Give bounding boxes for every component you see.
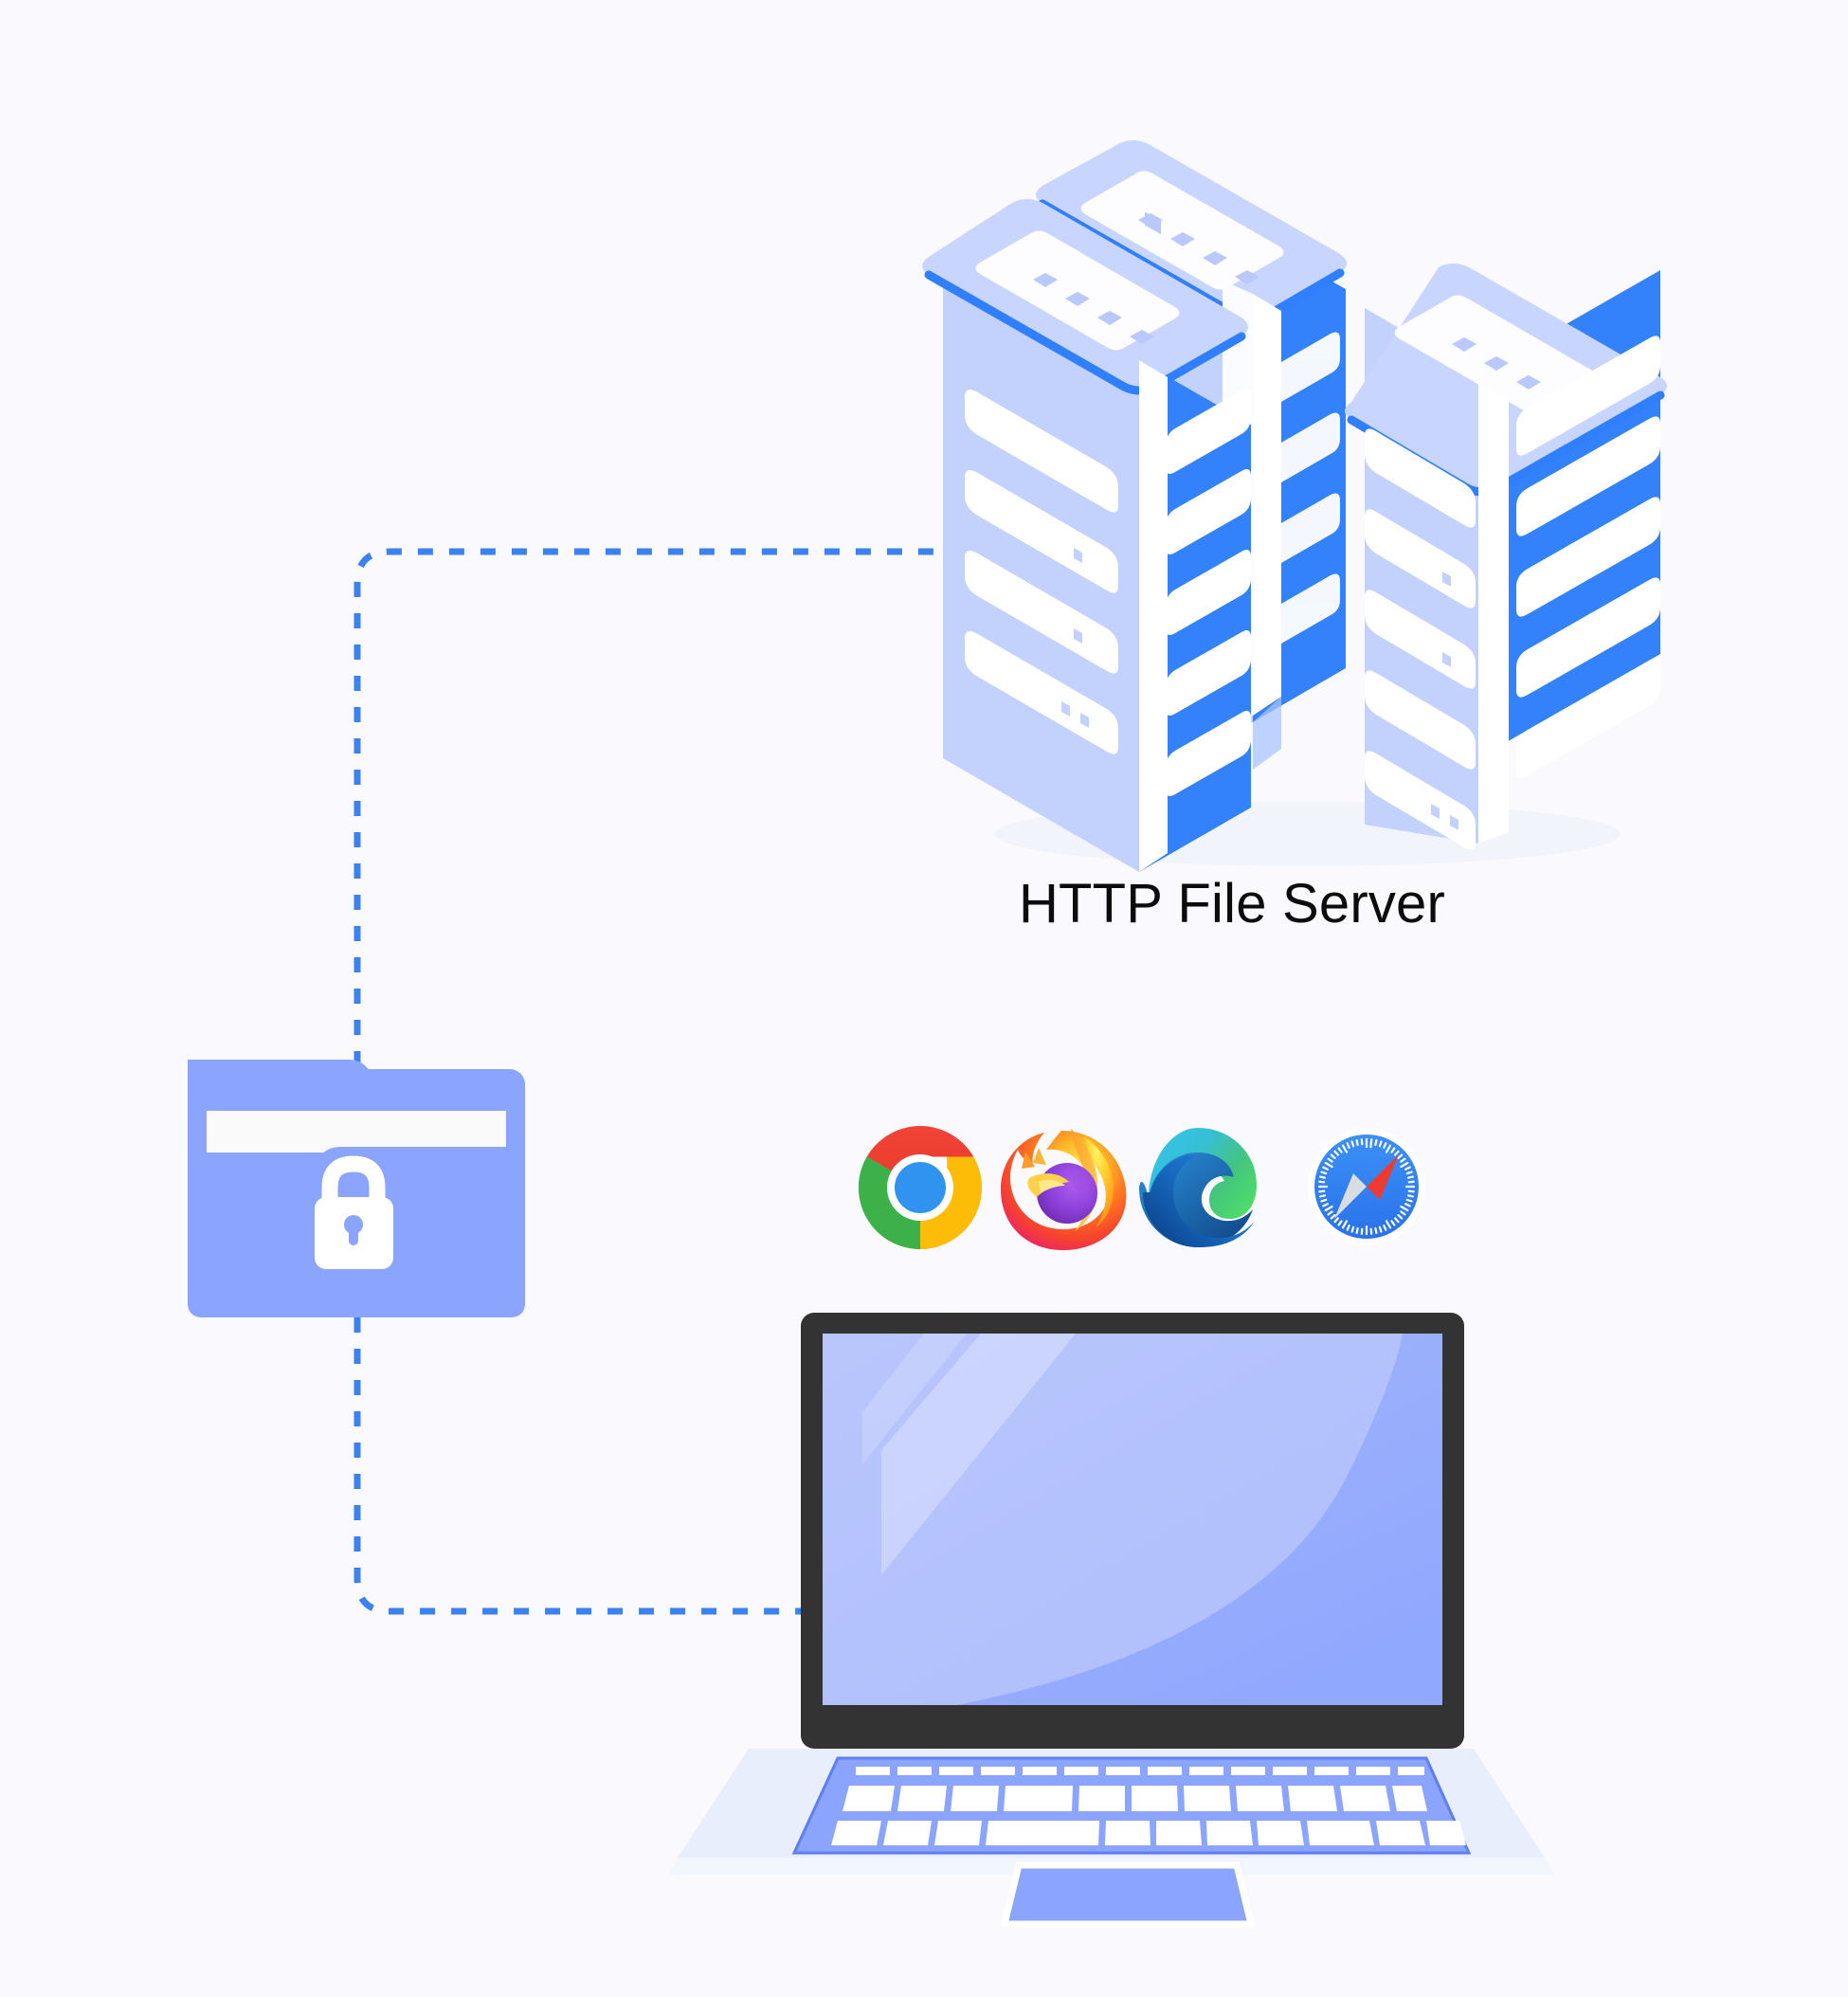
server-rack-right [1345, 263, 1667, 850]
lock-icon [315, 1155, 393, 1269]
connector-folder-to-server [353, 548, 940, 1098]
server-rack-left [922, 199, 1251, 872]
firefox-icon [997, 1123, 1127, 1252]
server-rack-icon [922, 140, 1667, 872]
edge-icon [1135, 1124, 1260, 1249]
server-label: HTTP File Server [1018, 873, 1446, 935]
safari-icon [1308, 1128, 1425, 1245]
laptop-icon [668, 1313, 1554, 1928]
connector-folder-to-laptop [353, 1317, 801, 1615]
folder-lock-icon [188, 1060, 525, 1317]
chrome-icon [858, 1126, 983, 1250]
